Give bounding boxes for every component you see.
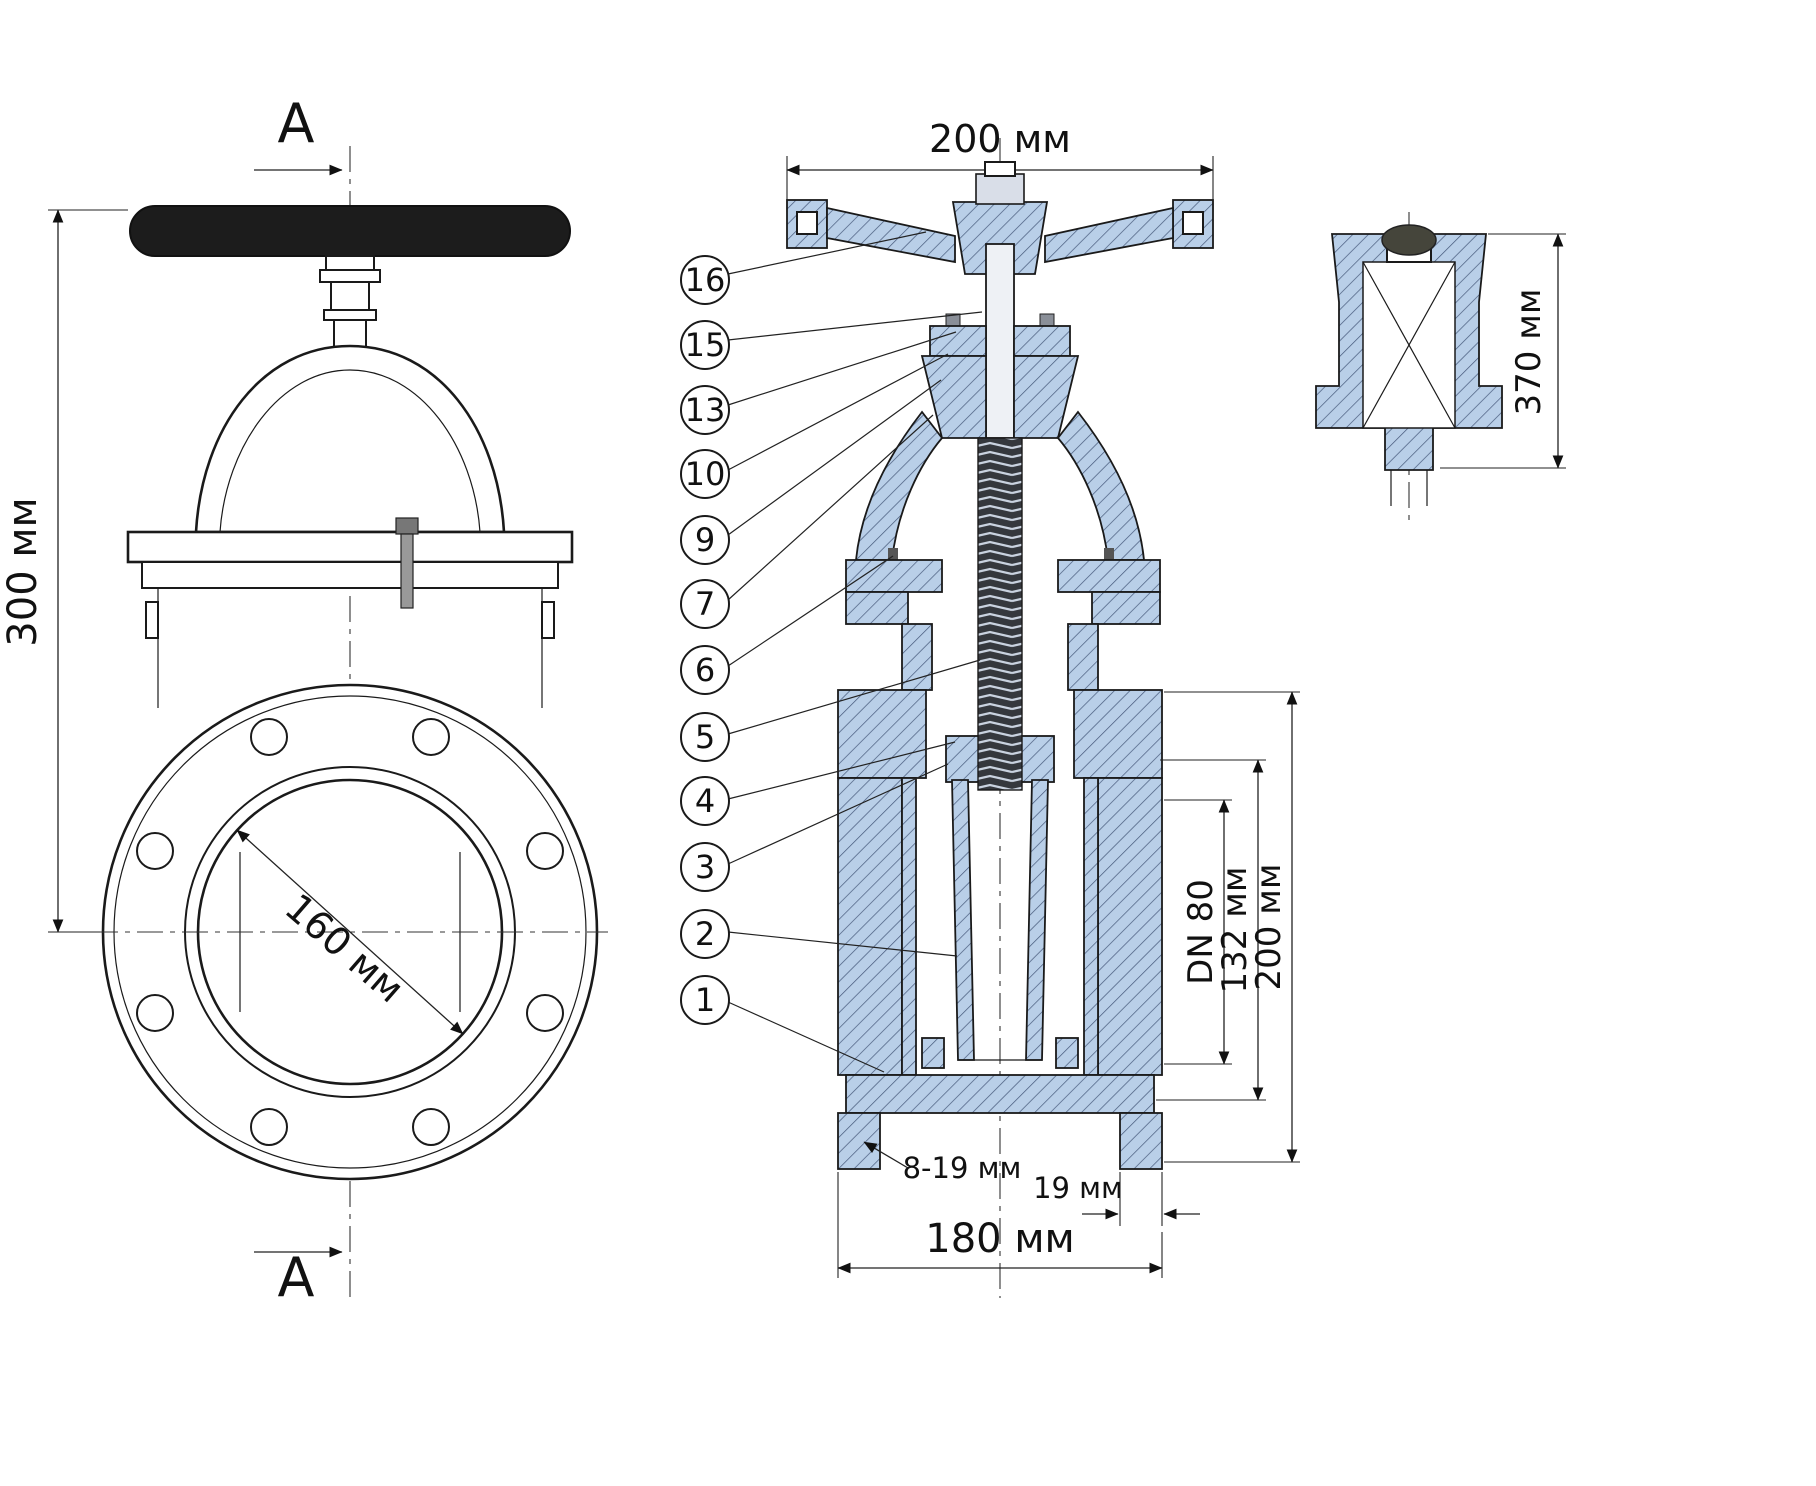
stem-threads: [977, 437, 1023, 791]
foot-left: [837, 1112, 881, 1170]
svg-text:5: 5: [695, 718, 715, 756]
callout-3: 3: [680, 842, 730, 892]
callout-15: 15: [680, 320, 730, 370]
svg-text:6: 6: [695, 651, 715, 689]
svg-text:15: 15: [685, 326, 726, 364]
svg-text:9: 9: [695, 521, 715, 559]
dim-132: 132 мм: [1156, 759, 1266, 1101]
dim-bolt-holes: 8-19 мм: [863, 1141, 1022, 1185]
dim-200-right-label: 200 мм: [1249, 863, 1289, 990]
dim-bolt-holes-label: 8-19 мм: [903, 1151, 1022, 1185]
dim-180-label: 180 мм: [925, 1216, 1074, 1262]
section-label-top: A: [278, 92, 315, 155]
seat-right: [1055, 1037, 1079, 1069]
wedge-section: [945, 735, 1055, 1061]
callout-4: 4: [680, 776, 730, 826]
section-mark-bottom: A: [254, 1246, 343, 1309]
wedge-nut-right: [1017, 735, 1055, 783]
callout-9: 9: [680, 515, 730, 565]
callout-7: 7: [680, 579, 730, 629]
bolt-holes: [136, 718, 564, 1146]
dim-19: 19 мм: [1033, 1171, 1200, 1226]
handwheel-front: [129, 205, 571, 257]
stem-nut: [975, 173, 1025, 205]
dim-height-300: 300 мм: [0, 209, 128, 933]
callout-5: 5: [680, 712, 730, 762]
body-lug-left: [145, 601, 159, 639]
gland-bolt-front: [395, 517, 419, 535]
svg-text:10: 10: [685, 455, 726, 493]
bonnet-front: [194, 344, 506, 534]
dim-370-label: 370 мм: [1509, 288, 1549, 415]
detail-cap: [1381, 224, 1437, 256]
callout-16: 16: [680, 255, 730, 305]
svg-text:2: 2: [695, 915, 715, 953]
stem-front: [319, 255, 381, 349]
callout-1: 1: [680, 975, 730, 1025]
svg-text:4: 4: [695, 782, 715, 820]
callout-10: 10: [680, 449, 730, 499]
body-lug-right: [541, 601, 555, 639]
svg-text:13: 13: [685, 391, 726, 429]
dim-dn80: DN 80: [1164, 799, 1232, 1065]
dim-19-label: 19 мм: [1033, 1171, 1123, 1205]
handwheel-section: [786, 161, 1214, 275]
callouts: 16 15 13 10 9 7 6 5 4 3 2 1: [680, 255, 730, 1025]
dim-132-label: 132 мм: [1215, 866, 1255, 993]
stem-section: [985, 243, 1015, 439]
callout-2: 2: [680, 909, 730, 959]
detail-view: 370 мм: [1315, 212, 1566, 520]
section-label-bottom: A: [278, 1246, 315, 1309]
section-mark-top: A: [254, 92, 343, 176]
bonnet-flange-front: [126, 530, 574, 564]
foot-right: [1119, 1112, 1163, 1170]
front-view: 160 мм 300 мм A A: [0, 92, 608, 1309]
callout-6: 6: [680, 645, 730, 695]
svg-text:7: 7: [695, 585, 715, 623]
svg-text:1: 1: [695, 981, 715, 1019]
svg-text:16: 16: [685, 261, 726, 299]
gland-packing: [920, 313, 1080, 439]
dim-handwheel-label: 200 мм: [929, 117, 1071, 161]
dim-handwheel-width: 200 мм: [786, 117, 1214, 212]
dim-180: 180 мм: [837, 1172, 1163, 1278]
callout-13: 13: [680, 385, 730, 435]
bonnet-flange-section: [845, 548, 1161, 691]
svg-text:3: 3: [695, 848, 715, 886]
dim-dn80-label: DN 80: [1181, 879, 1221, 985]
section-view: 200 мм: [680, 117, 1300, 1298]
dim-200-right: 200 мм: [1164, 691, 1300, 1163]
valve-body-section: [837, 689, 1163, 1170]
callout-leaders: [727, 231, 983, 1073]
dim-370: 370 мм: [1440, 233, 1566, 469]
seat-left: [921, 1037, 945, 1069]
dim-height-label: 300 мм: [0, 497, 46, 646]
